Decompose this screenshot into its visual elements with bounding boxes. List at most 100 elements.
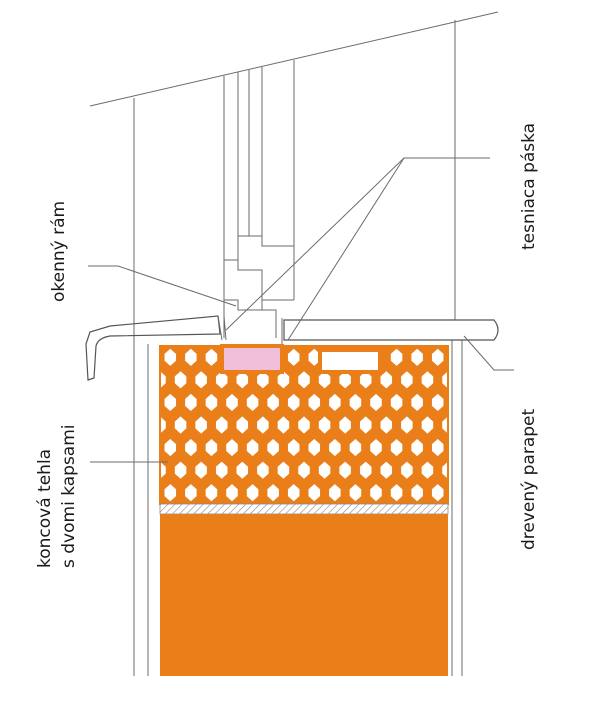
- brick-void: [349, 393, 362, 412]
- brick-void: [257, 371, 269, 389]
- brick-void: [267, 484, 279, 502]
- window-frame: [223, 60, 295, 338]
- label-end-brick-line1: koncová tehla: [35, 449, 55, 568]
- brick-void: [160, 416, 166, 434]
- brick-void: [329, 484, 341, 502]
- mortar-joint: [159, 503, 449, 515]
- brick-void: [390, 438, 403, 457]
- brick-void: [246, 438, 259, 457]
- brick-void: [431, 393, 444, 412]
- label-window-frame: okenný rám: [49, 201, 69, 302]
- brick-void: [318, 416, 331, 434]
- brick-voids: [144, 348, 475, 502]
- brick-void: [236, 416, 249, 434]
- brick-void: [308, 438, 321, 457]
- brick-void: [246, 484, 259, 502]
- metal-sill: [85, 315, 227, 381]
- brick-void: [287, 348, 300, 366]
- brick-void: [144, 349, 156, 366]
- brick-void: [380, 461, 393, 479]
- brick-void: [277, 461, 290, 479]
- open-pocket: [318, 348, 382, 374]
- brick-void: [463, 462, 475, 479]
- brick-void: [174, 416, 187, 434]
- brick-void: [463, 416, 475, 433]
- brick-void: [236, 371, 249, 389]
- brick-void: [308, 484, 321, 502]
- wooden-sill: [281, 318, 499, 344]
- sealed-pocket: [220, 344, 284, 374]
- brick-void: [339, 461, 351, 479]
- brick-void: [205, 348, 218, 366]
- brick-void: [226, 438, 238, 457]
- brick-void: [349, 484, 362, 502]
- brick-void: [236, 461, 249, 479]
- brick-void: [277, 416, 290, 434]
- brick-void: [185, 484, 197, 502]
- brick-void: [195, 416, 207, 434]
- brick-void: [318, 371, 331, 389]
- brick-void: [401, 371, 413, 389]
- brick-void: [160, 371, 166, 389]
- brick-void: [318, 461, 331, 479]
- label-end-brick-line2: s dvomi kapsami: [59, 424, 79, 568]
- label-wooden-sill: drevený parapet: [519, 409, 539, 550]
- brick-void: [411, 348, 423, 366]
- brick-void: [370, 438, 382, 457]
- brick-void: [390, 484, 403, 502]
- brick-void: [442, 416, 448, 434]
- brick-void: [370, 393, 382, 412]
- brick-void: [205, 438, 218, 457]
- brick-void: [195, 371, 207, 389]
- brick-void: [287, 393, 300, 412]
- brick-void: [329, 438, 341, 457]
- brick-void: [380, 371, 393, 389]
- brick-void: [267, 393, 279, 412]
- brick-void: [329, 393, 341, 412]
- brick-void: [442, 461, 448, 479]
- brick-void: [359, 461, 372, 479]
- brick-void: [442, 371, 448, 389]
- brick-void: [463, 371, 475, 388]
- brick-void: [257, 461, 269, 479]
- brick-void: [277, 371, 290, 389]
- brick-void: [205, 484, 218, 502]
- brick-void: [380, 416, 393, 434]
- brick-void: [431, 484, 444, 502]
- brick-void: [421, 461, 434, 479]
- brick-void: [298, 371, 310, 389]
- brick-void: [205, 393, 218, 412]
- brick-void: [267, 438, 279, 457]
- brick-void: [144, 439, 156, 456]
- brick-void: [298, 416, 310, 434]
- brick-void: [257, 416, 269, 434]
- brick-void: [160, 461, 166, 479]
- brick-void: [226, 393, 238, 412]
- leader-lines: [88, 157, 514, 463]
- brick-void: [174, 371, 187, 389]
- brick-void: [144, 484, 156, 501]
- label-sealing-tape: tesniaca páska: [519, 123, 539, 250]
- brick-void: [164, 438, 177, 457]
- brick-void: [185, 393, 197, 412]
- brick-void: [421, 416, 434, 434]
- brick-void: [215, 461, 228, 479]
- brick-void: [195, 461, 207, 479]
- brick-void: [287, 484, 300, 502]
- brick-void: [164, 484, 177, 502]
- brick-void: [390, 348, 403, 366]
- brick-void: [174, 461, 187, 479]
- brick-void: [390, 393, 403, 412]
- brick-void: [370, 484, 382, 502]
- brick-void: [308, 348, 321, 366]
- brick-void: [401, 461, 413, 479]
- brick-void: [215, 371, 228, 389]
- brick-void: [359, 371, 372, 389]
- brick-void: [431, 438, 444, 457]
- lower-brick: [160, 514, 448, 676]
- brick-void: [421, 371, 434, 389]
- brick-void: [431, 348, 444, 366]
- brick-void: [287, 438, 300, 457]
- brick-void: [164, 393, 177, 412]
